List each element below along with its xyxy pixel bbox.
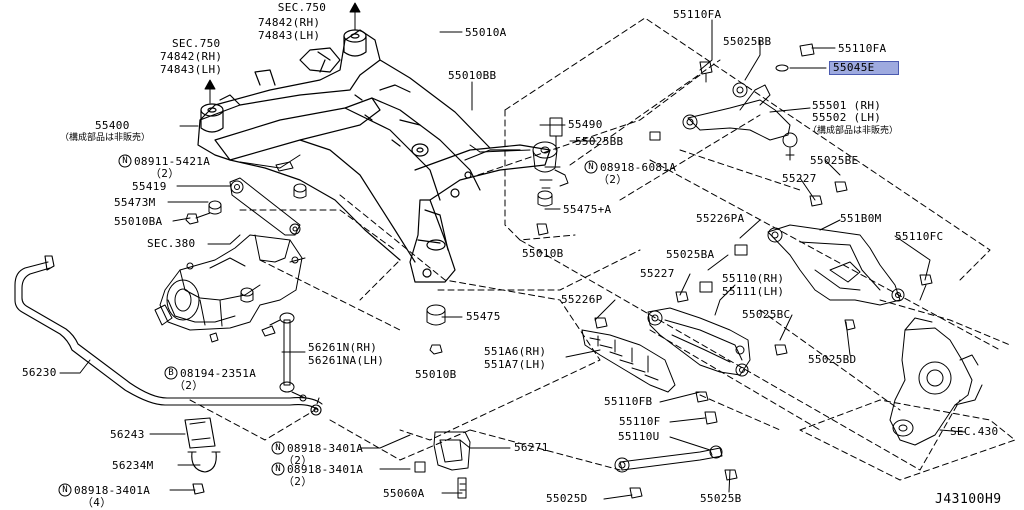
label-74842-rh-left: 74842(RH) — [160, 50, 223, 63]
label-08911-5421a: 08911-5421A — [134, 155, 211, 168]
label-sec430: SEC.430 — [950, 425, 999, 438]
label-74842-rh-top: 74842(RH) — [258, 16, 321, 29]
label-55025d: 55025D — [546, 492, 588, 505]
label-56271: 56271 — [514, 441, 549, 454]
label-55025ba: 55025BA — [666, 248, 715, 261]
label-55226p: 55226P — [561, 293, 603, 306]
label-sec750-top: SEC.750 — [277, 1, 327, 14]
label-qty-mid2: （2） — [283, 475, 313, 488]
label-55400: 55400 — [95, 119, 130, 132]
label-08918-6081a: 08918-6081A — [600, 161, 677, 174]
label-qty-mid1: （2） — [283, 454, 313, 467]
label-08918-3401a-mid1: 08918-3401A — [287, 442, 364, 455]
link-cover-551a6 — [581, 329, 676, 393]
label-55110u: 55110U — [618, 430, 660, 443]
label-sec750-left: SEC.750 — [172, 37, 221, 50]
upper-link-55501 — [682, 43, 815, 161]
label-qty-08911: （2） — [150, 167, 180, 180]
label-55475: 55475 — [466, 310, 501, 323]
figure-code: J43100H9 — [935, 492, 1002, 507]
label-55226pa: 55226PA — [696, 212, 745, 225]
label-56234m: 56234M — [112, 459, 154, 472]
circle-n-08918-mid2: N — [275, 464, 281, 474]
label-56243: 56243 — [110, 428, 145, 441]
lower-link-55110 — [594, 244, 788, 377]
label-551a7: 551A7(LH) — [484, 358, 547, 371]
dashed-guide-lines — [189, 17, 1016, 481]
label-55010bb: 55010BB — [448, 69, 497, 82]
label-55110f: 55110F — [619, 415, 661, 428]
label-55110fa-top: 55110FA — [673, 8, 722, 21]
knuckle-sec430 — [889, 317, 983, 446]
label-qty-08918-left: （4） — [82, 496, 112, 509]
label-55110-rh: 55110(RH) — [722, 272, 785, 285]
label-sec380: SEC.380 — [147, 237, 196, 250]
label-55025bb-top: 55025BB — [723, 35, 772, 48]
label-55475a: 55475+A — [563, 203, 612, 216]
lower-link-551b0m — [767, 181, 933, 331]
label-55010ba: 55010BA — [114, 215, 163, 228]
label-08918-3401a-mid2: 08918-3401A — [287, 463, 364, 476]
circle-n-08911: N — [122, 156, 128, 166]
label-55025be: 55025BE — [810, 154, 859, 167]
label-74843-lh-left: 74843(LH) — [160, 63, 223, 76]
label-56261n: 56261N(RH) — [308, 341, 378, 354]
left-links — [185, 161, 307, 236]
differential-sec380 — [154, 234, 306, 343]
label-55227-top: 55227 — [782, 172, 817, 185]
label-55111-lh: 55111(LH) — [722, 285, 785, 298]
toe-link-55110u — [614, 391, 738, 499]
label-55025bb-mid: 55025BB — [575, 135, 624, 148]
label-08918-3401a-left: 08918-3401A — [74, 484, 151, 497]
circle-n-08918-left: N — [62, 485, 68, 495]
label-55010b-lower: 55010B — [415, 368, 457, 381]
label-55110fb: 55110FB — [604, 395, 653, 408]
mid-bushings — [426, 117, 661, 355]
leader-lines — [59, 19, 966, 500]
label-56261na: 56261NA(LH) — [308, 354, 385, 367]
rear-subframe — [197, 29, 551, 283]
label-qty-6081: （2） — [598, 173, 628, 186]
circle-n-08918-mid1: N — [275, 443, 281, 453]
label-55025bd: 55025BD — [808, 353, 857, 366]
label-55501: 55501 (RH) — [812, 99, 882, 112]
label-55400-note: （構成部品は非販売） — [60, 133, 151, 143]
label-55025bc: 55025BC — [742, 308, 791, 321]
label-55045e-highlighted: 55045E — [829, 61, 899, 75]
label-55060a: 55060A — [383, 487, 425, 500]
label-55010b-mid: 55010B — [522, 247, 564, 260]
label-08194-2351a: 08194-2351A — [180, 367, 257, 380]
label-55227-mid: 55227 — [640, 267, 675, 280]
label-55110fc: 55110FC — [895, 230, 944, 243]
circle-b-08194: B — [168, 368, 174, 378]
label-56230: 56230 — [22, 366, 57, 379]
label-55501-note: （構成部品は非販売） — [808, 126, 899, 136]
label-551a6: 551A6(RH) — [484, 345, 547, 358]
label-55490: 55490 — [568, 118, 603, 131]
bracket-56271 — [414, 431, 471, 499]
label-74843-lh-top: 74843(LH) — [258, 29, 321, 42]
direction-arrows — [204, 2, 361, 104]
circle-n-08918-6081a: N — [588, 162, 594, 172]
circle-markers — [58, 154, 598, 497]
label-55473m: 55473M — [114, 196, 156, 209]
stabilizer-bar — [14, 255, 323, 495]
label-55110fa-right: 55110FA — [838, 42, 887, 55]
label-551b0m: 551B0M — [840, 212, 882, 225]
label-55502: 55502 (LH) — [812, 111, 882, 124]
stabilizer-link — [261, 312, 307, 402]
label-55010a: 55010A — [465, 26, 507, 39]
label-qty-08194: （2） — [174, 379, 204, 392]
label-55419: 55419 — [132, 180, 167, 193]
label-55025b: 55025B — [700, 492, 742, 505]
